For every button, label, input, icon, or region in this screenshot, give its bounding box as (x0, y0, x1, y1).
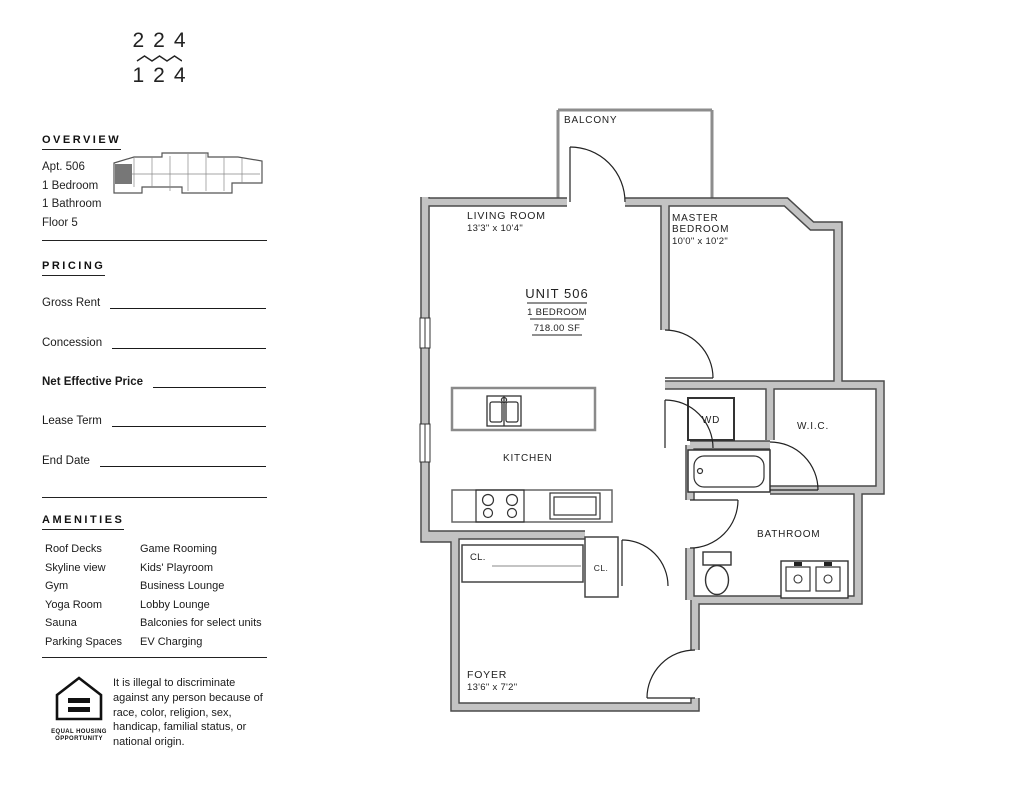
overview-details: Apt. 506 1 Bedroom 1 Bathroom Floor 5 (42, 158, 101, 232)
unit-number-label: UNIT 506 (525, 286, 588, 301)
lease-term-label: Lease Term (42, 415, 102, 427)
small-closet-label: CL. (594, 563, 608, 573)
kitchen-island (450, 386, 597, 432)
walls-fill (421, 197, 884, 711)
amenities-heading: AMENITIES (42, 514, 125, 530)
divider-line (42, 497, 267, 498)
lease-term-field: Lease Term (42, 413, 266, 427)
floor-number: Floor 5 (42, 216, 78, 229)
amenity-item: Game Rooming (140, 543, 218, 555)
master-bedroom-door-arc (664, 329, 714, 379)
pricing-heading: PRICING (42, 260, 106, 276)
master-bedroom-dimensions: 10'0" x 10'2" (672, 236, 728, 247)
amenity-item: Balconies for select units (140, 617, 262, 630)
equal-housing-caption: EQUAL HOUSING OPPORTUNITY (51, 729, 107, 742)
long-closet (461, 544, 584, 583)
amenities-column-1: Roof Decks Skyline view Gym Yoga Room Sa… (45, 540, 122, 652)
net-effective-price-label: Net Effective Price (42, 376, 143, 388)
logo-zigzag-icon (136, 55, 182, 62)
net-effective-price-field: Net Effective Price (42, 374, 266, 388)
concession-field: Concession (42, 335, 266, 349)
balcony-label: BALCONY (564, 115, 617, 126)
foyer-label: FOYER (467, 669, 507, 681)
apartment-number: Apt. 506 (42, 161, 85, 173)
living-room-label: LIVING ROOM (467, 210, 546, 222)
balcony-door-arc (569, 146, 626, 203)
bedroom-count: 1 Bedroom (42, 179, 99, 192)
master-bedroom-label-line2: BEDROOM (672, 224, 729, 235)
divider-line (42, 240, 267, 241)
divider-line (42, 657, 267, 658)
amenity-item: Kids' Playroom (140, 561, 214, 574)
entry-door-arc (646, 649, 696, 699)
foyer-dimensions: 13'6" x 7'2" (467, 682, 517, 693)
living-room-dimensions: 13'3" x 10'4" (467, 223, 523, 234)
gross-rent-label: Gross Rent (42, 297, 101, 309)
amenity-item: Sauna (45, 617, 77, 630)
dishwasher-icon (549, 492, 601, 520)
logo-top-number: 224 (132, 29, 195, 52)
wic-label: W.I.C. (797, 421, 829, 432)
gross-rent-field: Gross Rent (42, 295, 266, 309)
long-closet-label: CL. (470, 552, 486, 563)
kitchen-sink-icon (486, 395, 522, 427)
lease-term-blank-line (111, 413, 266, 427)
small-closet (584, 536, 619, 598)
washer-dryer-label: WD (702, 415, 720, 426)
amenity-item: Business Lounge (140, 580, 225, 593)
window-kitchen (419, 423, 431, 463)
unit-area-label: 718.00 SF (534, 323, 581, 334)
end-date-blank-line (99, 453, 266, 467)
gross-rent-blank-line (110, 295, 266, 309)
end-date-label: End Date (42, 455, 90, 467)
equal-housing-logo: EQUAL HOUSING OPPORTUNITY (50, 676, 108, 743)
bathroom-door-arc (689, 499, 739, 549)
building-logo: 224 124 (116, 30, 202, 87)
amenities-section: AMENITIES (42, 510, 125, 530)
amenity-item: Lobby Lounge (140, 598, 210, 611)
unit-type-label: 1 BEDROOM (527, 307, 587, 318)
keyplan-unit-highlight (115, 164, 132, 184)
balcony-walls (556, 108, 714, 202)
fair-housing-legal-text: It is illegal to discriminate against an… (113, 677, 263, 749)
kitchen-counter (451, 489, 613, 523)
amenity-item: Gym (45, 580, 69, 593)
master-bedroom-label-line1: MASTER (672, 213, 718, 224)
walls-outline (420, 197, 885, 712)
bathroom-label: BATHROOM (757, 529, 820, 540)
kitchen-label: KITCHEN (503, 453, 553, 464)
concession-blank-line (112, 335, 266, 349)
amenity-item: Parking Spaces (45, 635, 123, 648)
closet-door-arc (621, 539, 669, 587)
end-date-field: End Date (42, 453, 266, 467)
amenity-item: EV Charging (140, 635, 203, 648)
amenity-item: Yoga Room (45, 598, 103, 611)
bathtub-icon (687, 449, 771, 493)
keyplan-map (113, 152, 263, 194)
toilet-icon (702, 551, 732, 596)
concession-label: Concession (42, 337, 103, 349)
amenity-item: Roof Decks (45, 543, 102, 555)
hallway-door-arc (664, 399, 714, 449)
net-effective-price-blank-line (153, 374, 266, 388)
amenities-column-2: Game Rooming Kids' Playroom Business Lou… (140, 540, 262, 652)
wic-door-arc (769, 441, 819, 491)
vanity-double-sink-icon (780, 560, 849, 599)
window-living-room (419, 317, 431, 349)
overview-section: OVERVIEW (42, 130, 122, 150)
bathroom-count: 1 Bathroom (42, 198, 102, 210)
unit-title-block: UNIT 506 1 BEDROOM 718.00 SF (525, 286, 588, 336)
logo-bottom-number: 124 (132, 64, 195, 87)
overview-heading: OVERVIEW (42, 134, 122, 150)
stove-icon (475, 489, 525, 523)
amenity-item: Skyline view (45, 561, 106, 574)
floorplan-drawing: BALCONY LIVING ROOM 13'3" x 10'4" MASTER… (419, 108, 885, 712)
pricing-section: PRICING (42, 256, 106, 276)
floor-keyplan (112, 147, 266, 206)
equal-housing-house-icon (55, 676, 103, 721)
